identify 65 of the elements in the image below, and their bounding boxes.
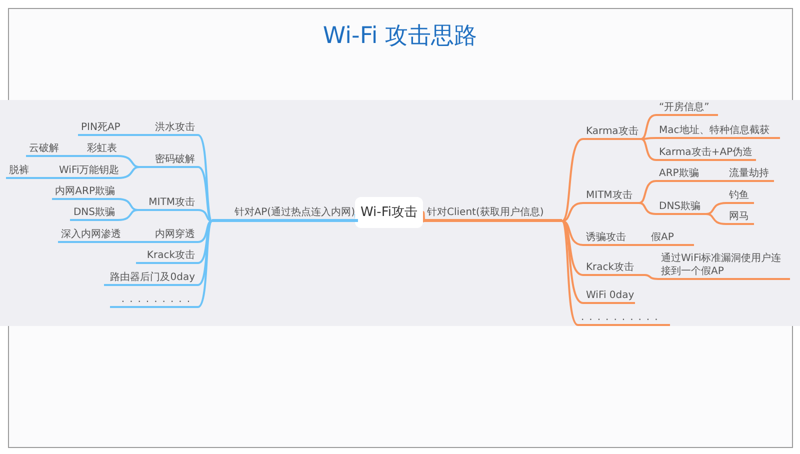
branch-line [198,220,212,243]
branch-line [118,198,138,211]
branch-line [561,138,584,222]
topic: 路由器后门及0day [104,271,198,286]
branch-line [60,155,84,157]
topic: MITM攻击 [138,196,198,211]
branch-line [118,134,140,136]
branch-line [640,137,656,140]
branch-line [198,220,213,286]
topic: 诱骗攻击 [583,231,635,246]
branch-line [562,220,584,276]
branch-line [640,138,656,161]
branch-line [198,209,212,222]
topic: ARP欺骗 [656,167,706,182]
topic: 针对Client(获取用户信息) [424,206,562,222]
title: Wi-Fi 攻击思路 [322,22,478,51]
topic: Karma攻击 [583,125,641,140]
topic: WiFi万能钥匙 [56,164,118,179]
topic: WiFi 0day [583,289,635,304]
branch-line [638,202,656,215]
central-topic: Wi-Fi攻击 [355,197,423,228]
branch-line [32,177,56,179]
topic: 内网穿透 [140,228,198,243]
topic: Krack攻击 [136,249,198,264]
topic: DNS欺骗 [656,200,706,215]
topic: 通过WiFi标准漏洞使用户连接到一个假AP [658,252,790,280]
topic: 流量劫持 [726,167,774,182]
branch-line [118,166,140,179]
branch-line [640,114,656,140]
branch-line [706,202,726,215]
topic: .......... [578,311,670,326]
topic: 云破解 [26,142,60,157]
branch-line [562,202,584,222]
topic: ......... [110,293,198,308]
branch-line [197,134,213,222]
branch-line [706,213,726,225]
topic: 针对AP(通过热点连入内网) [212,206,358,222]
topic: Mac地址、特种信息截获 [656,124,780,139]
topic: DNS欺骗 [70,206,118,221]
topic: PIN死AP [78,121,118,136]
topic: 假AP [648,231,694,246]
topic: 彩虹表 [84,142,118,157]
topic: 密码破解 [140,153,198,168]
topic: 深入内网渗透 [58,228,118,243]
topic: Karma攻击+AP伪造 [656,146,756,161]
branch-line [198,166,213,222]
topic: 洪水攻击 [140,121,198,136]
branch-line [644,274,658,280]
branch-line [118,155,140,168]
branch-line [197,220,213,308]
topic: “开房信息” [656,101,718,116]
branch-line [561,220,584,304]
topic: 网马 [726,210,754,225]
branch-line [198,220,212,264]
branch-line [118,209,138,221]
branch-line [635,244,648,246]
branch-line [118,241,140,243]
topic: MITM攻击 [583,189,639,204]
topic: Krack攻击 [583,261,645,276]
topic: 内网ARP欺骗 [52,185,118,200]
branch-line [561,220,579,326]
topic: 钓鱼 [726,189,754,204]
topic: 脱裤 [6,164,32,179]
branch-line [638,180,656,204]
branch-line [706,180,726,182]
